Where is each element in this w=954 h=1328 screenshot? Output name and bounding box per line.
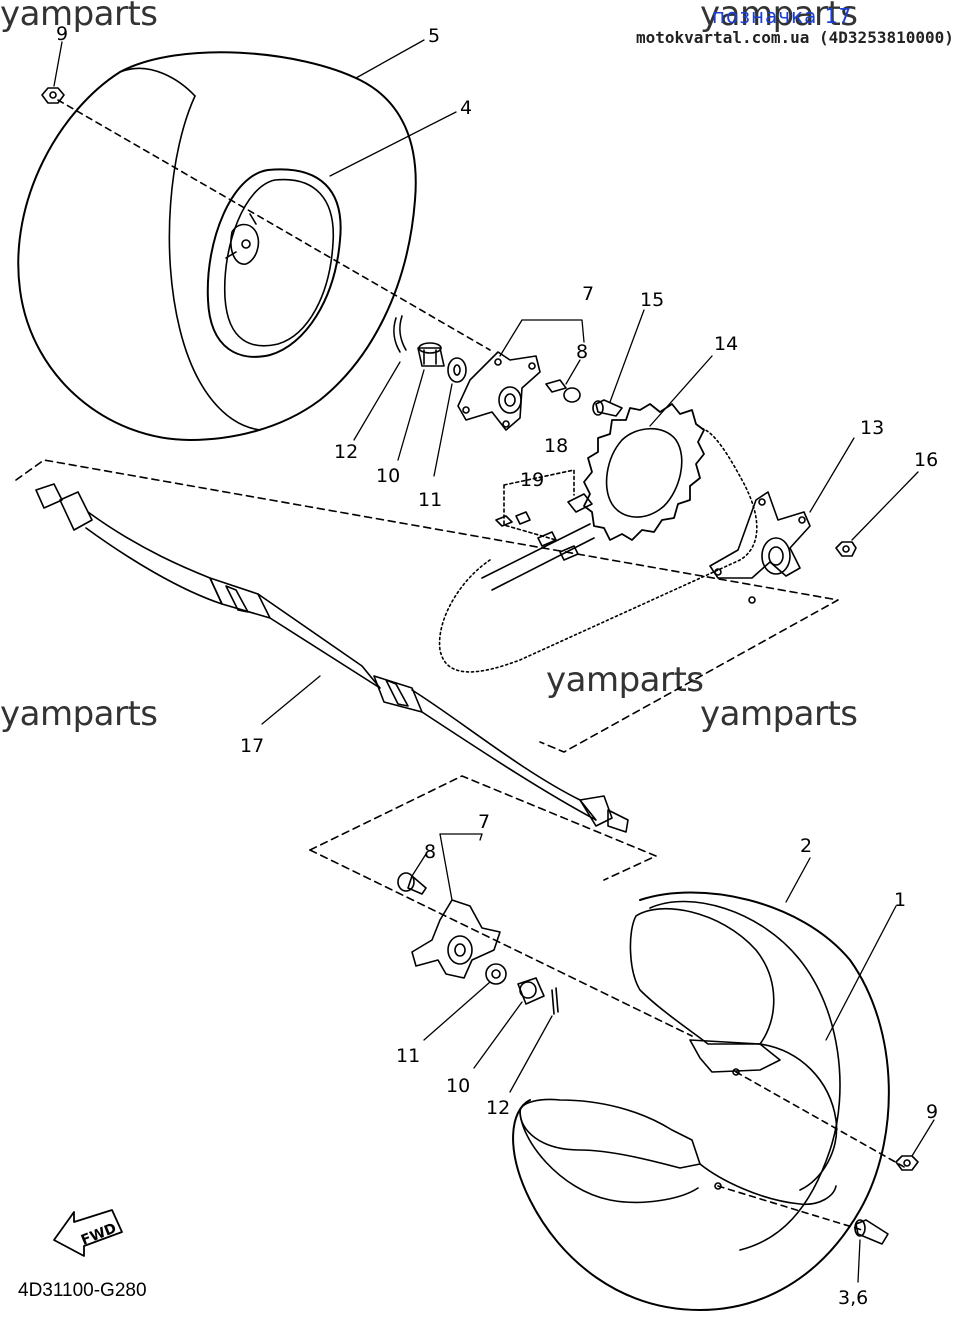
callout-rim-4: 4 — [460, 97, 472, 119]
callout-tire-2: 2 — [800, 835, 812, 857]
sprocket-hub — [709, 491, 811, 604]
callout-nut-9-bottom: 9 — [926, 1101, 938, 1123]
callout-hub-7-top: 7 — [582, 283, 594, 305]
drive-chain — [438, 427, 758, 673]
wheel-nut-top — [41, 87, 65, 104]
callout-nut-10-top: 10 — [376, 465, 400, 487]
cotter-pin-top — [393, 315, 407, 353]
callout-nut-16: 16 — [914, 449, 938, 471]
chain-joint — [495, 469, 593, 561]
callout-chain-link-18: 18 — [544, 435, 568, 457]
fwd-arrow-icon — [53, 1209, 123, 1257]
sprocket-bolt — [592, 399, 623, 417]
callout-bolt-15: 15 — [640, 289, 664, 311]
callout-hub-7-bottom: 7 — [478, 811, 490, 833]
callout-hub-13: 13 — [860, 417, 884, 439]
washer-top — [447, 357, 467, 383]
wheel-stud-top — [545, 379, 581, 403]
fwd-label: FWD — [79, 1220, 119, 1249]
callout-pin-12-top: 12 — [334, 441, 358, 463]
hub-nut — [835, 541, 857, 557]
castle-nut-top — [417, 342, 445, 367]
callout-nut-9-top: 9 — [56, 23, 68, 45]
header-site-text: motokvartal.com.ua (4D3253810000) — [636, 28, 954, 47]
callout-stud-8-bottom: 8 — [424, 841, 436, 863]
watermark-top-left: yamparts — [0, 0, 158, 34]
watermark-middle-right: yamparts — [700, 694, 858, 734]
callout-washer-11-top: 11 — [418, 489, 442, 511]
callout-rim-1: 1 — [894, 889, 906, 911]
figure-code: 4D31100-G280 — [18, 1280, 147, 1301]
cotter-pin-bottom — [551, 987, 559, 1015]
washer-bottom — [485, 963, 507, 985]
wheel-stud-bottom — [397, 872, 427, 895]
rear-sprocket — [583, 403, 705, 541]
callout-pin-12-bottom: 12 — [486, 1097, 510, 1119]
callout-nut-10-bottom: 10 — [446, 1075, 470, 1097]
callout-stud-8-top: 8 — [576, 341, 588, 363]
front-tire-right — [512, 891, 890, 1311]
callout-sprocket-14: 14 — [714, 333, 738, 355]
header-link[interactable]: позначка 17 — [712, 4, 853, 28]
watermark-middle-center: yamparts — [546, 660, 704, 700]
wheel-hub-bottom — [411, 899, 501, 979]
rear-axle — [35, 483, 629, 833]
callout-chain-clip-19: 19 — [520, 469, 544, 491]
castle-nut-bottom — [517, 977, 545, 1005]
valve-stem — [854, 1219, 889, 1245]
callout-valve-3-6: 3,6 — [838, 1287, 868, 1309]
callout-tire-5: 5 — [428, 25, 440, 47]
callout-washer-11-bottom: 11 — [396, 1045, 420, 1067]
watermark-top-right: yamparts — [700, 0, 858, 34]
watermark-middle-left: yamparts — [0, 694, 158, 734]
rear-rim-left — [206, 168, 342, 358]
leader-lines — [53, 39, 935, 1283]
rear-tire-left — [17, 51, 417, 441]
wheel-nut-bottom — [895, 1155, 919, 1171]
callout-axle-17: 17 — [240, 735, 264, 757]
front-rim-right — [519, 908, 838, 1206]
wheel-hub-top — [457, 351, 541, 431]
